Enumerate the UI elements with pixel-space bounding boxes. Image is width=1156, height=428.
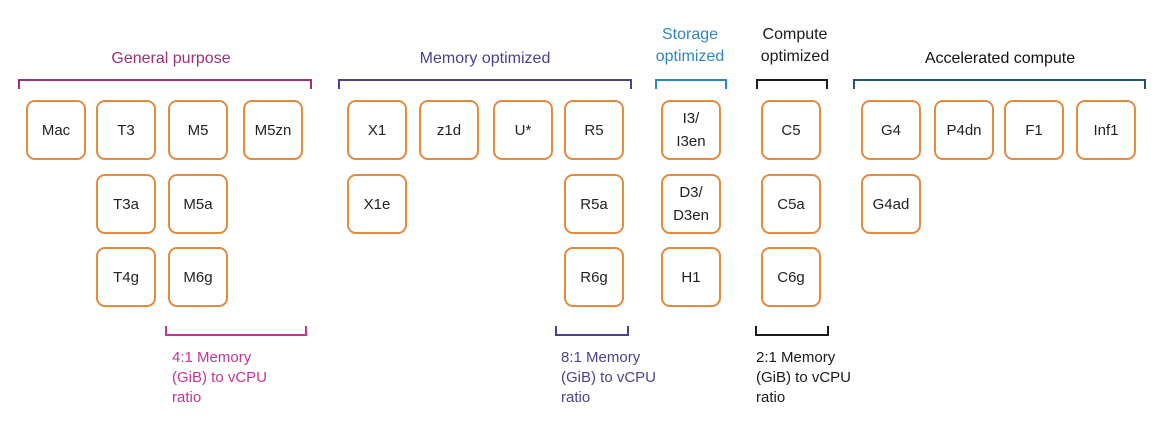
instance-x1e: X1e	[347, 174, 407, 234]
compute-ratio-bracket	[755, 326, 829, 336]
general-ratio-label: 4:1 Memory (GiB) to vCPU ratio	[172, 349, 268, 406]
instance-x1: X1	[347, 100, 407, 160]
instance-r5a: R5a	[564, 174, 624, 234]
instance-m5: M5	[168, 100, 228, 160]
instance-r6g: R6g	[564, 247, 624, 307]
instance-i3-i3en: I3/ I3en	[661, 100, 721, 160]
instance-g4: G4	[861, 100, 921, 160]
storage-optimized-bracket	[655, 79, 727, 89]
general-purpose-title: General purpose	[111, 50, 231, 67]
instance-t4g: T4g	[96, 247, 156, 307]
instance-u: U*	[493, 100, 553, 160]
instance-m6g: M6g	[168, 247, 228, 307]
general-ratio-bracket	[165, 326, 307, 336]
instance-r5: R5	[564, 100, 624, 160]
compute-ratio-label: 2:1 Memory (GiB) to vCPU ratio	[756, 349, 852, 406]
instance-inf1: Inf1	[1076, 100, 1136, 160]
general-purpose-bracket	[18, 79, 312, 89]
instance-t3a: T3a	[96, 174, 156, 234]
accelerated-compute-title: Accelerated compute	[924, 50, 1076, 67]
instance-mac: Mac	[26, 100, 86, 160]
instance-t3: T3	[96, 100, 156, 160]
instance-f1: F1	[1004, 100, 1064, 160]
memory-ratio-bracket	[555, 326, 629, 336]
instance-c5a: C5a	[761, 174, 821, 234]
instance-z1d: z1d	[419, 100, 479, 160]
instance-d3-d3en: D3/ D3en	[661, 174, 721, 234]
memory-ratio-label: 8:1 Memory (GiB) to vCPU ratio	[561, 349, 657, 406]
memory-optimized-title: Memory optimized	[419, 50, 551, 67]
instance-c6g: C6g	[761, 247, 821, 307]
memory-optimized-bracket	[338, 79, 632, 89]
compute-optimized-title: Compute optimized	[760, 26, 830, 65]
compute-optimized-bracket	[756, 79, 828, 89]
instance-p4dn: P4dn	[934, 100, 994, 160]
instance-m5a: M5a	[168, 174, 228, 234]
instance-m5zn: M5zn	[243, 100, 303, 160]
accelerated-compute-bracket	[853, 79, 1146, 89]
storage-optimized-title: Storage optimized	[655, 26, 725, 65]
instance-c5: C5	[761, 100, 821, 160]
instance-h1: H1	[661, 247, 721, 307]
instance-g4ad: G4ad	[861, 174, 921, 234]
